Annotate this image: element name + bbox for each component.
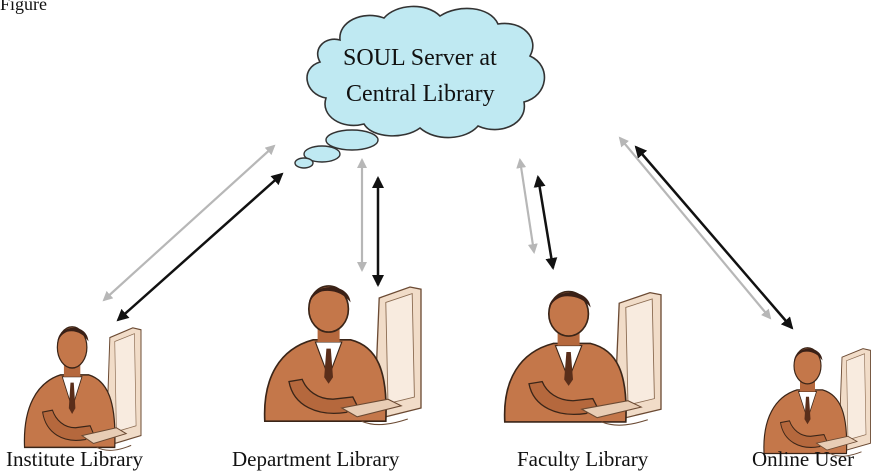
arrow-online-gray: [618, 136, 772, 320]
node-label-institute: Institute Library: [6, 447, 144, 471]
server-label-line1: SOUL Server at: [343, 45, 497, 71]
top-text-fragment: Figure: [0, 0, 47, 14]
node-label-online-user: Online User: [752, 447, 855, 471]
arrow-online-black: [634, 145, 794, 330]
arrow-faculty-black: [533, 175, 558, 270]
server-label-line2: Central Library: [346, 81, 495, 107]
user-at-computer-icon: [23, 326, 142, 452]
arrow-faculty-gray: [516, 158, 538, 254]
user-at-computer-icon: [503, 290, 662, 426]
arrow-institute-gray: [102, 144, 276, 302]
user-at-computer-icon: [263, 285, 422, 426]
node-label-department: Department Library: [232, 447, 400, 471]
user-at-computer-icon: [763, 347, 872, 457]
cloud-icon: [294, 5, 546, 169]
arrow-institute-black: [116, 172, 284, 322]
node-label-faculty: Faculty Library: [517, 447, 649, 471]
